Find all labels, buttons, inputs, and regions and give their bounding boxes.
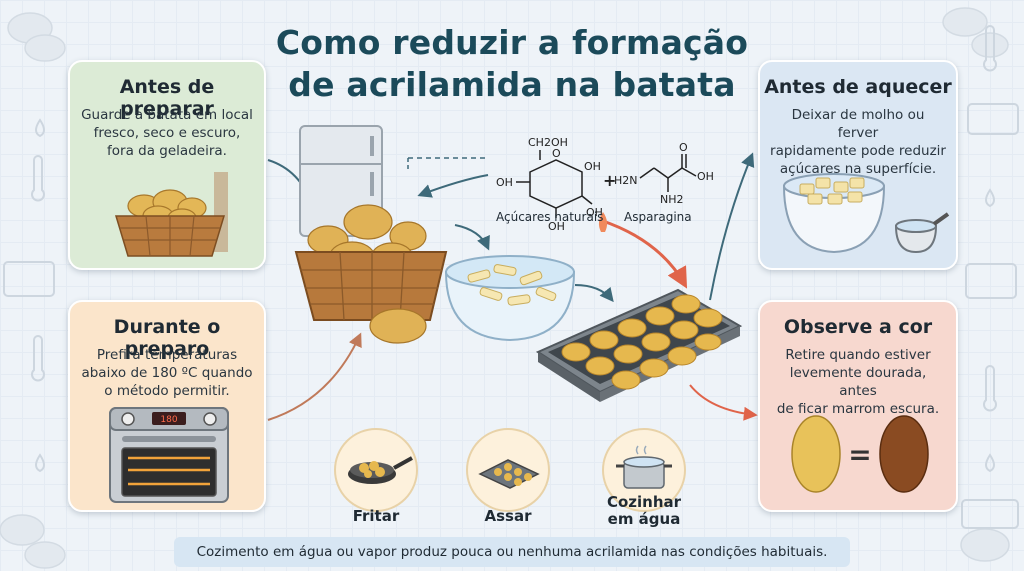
card-text-line: Prefira temperaturas <box>96 347 238 363</box>
card-text-line: abaixo de 180 ºC quando <box>81 365 253 381</box>
large-potato-basket-icon <box>294 204 448 344</box>
sugar-label: Açúcares naturais <box>496 210 604 224</box>
card-heading: Durante o preparo <box>113 316 221 360</box>
card-heading: Observe a cor <box>783 316 933 338</box>
card-during-prepare: Durante o preparo Prefira temperaturas a… <box>68 300 266 512</box>
oven-display: 180 <box>160 415 177 425</box>
asparagine-label: Asparagina <box>624 210 692 224</box>
baking-tray-with-potatoes-icon <box>535 288 743 402</box>
card-text-line: de ficar marrom escura. <box>776 401 940 417</box>
card-heading: Antes de aquecer <box>764 76 952 98</box>
card-observe-color: Observe a cor Retire quando estiver leve… <box>758 300 958 512</box>
glass-bowl-icon <box>444 255 576 342</box>
sugar-oh-bottom-right: OH <box>586 206 603 219</box>
asparagine-h2n: H2N <box>614 174 638 187</box>
card-text-line: açúcares na superfície. <box>779 161 937 177</box>
sugar-oh-bottom: OH <box>548 220 565 233</box>
comparison-symbol: = <box>848 438 871 471</box>
card-text-line: Guarde a batata em local <box>81 107 253 123</box>
card-text: Retire quando estiver levemente dourada,… <box>770 346 946 418</box>
method-label: Cozinhar em água <box>596 494 692 528</box>
card-text-line: o método permitir. <box>104 383 230 399</box>
method-label-line: Cozinhar <box>606 493 682 511</box>
color-comparison: = <box>791 415 929 493</box>
title-line-2: de acrilamida na batata <box>288 65 736 104</box>
asparagine-nh2: NH2 <box>660 193 684 206</box>
page-title: Como reduzir a formação de acrilamida na… <box>0 22 1024 106</box>
title-line-1: Como reduzir a formação <box>275 23 749 62</box>
golden-potato-icon <box>791 415 841 493</box>
card-text-line: Deixar de molho ou ferver <box>791 107 925 141</box>
method-fry <box>334 428 418 512</box>
frying-pan-icon <box>348 456 413 484</box>
card-text: Prefira temperaturas abaixo de 180 ºC qu… <box>80 346 254 400</box>
card-heading: Antes de preparar <box>119 76 215 120</box>
sugar-oh-right: OH <box>584 160 601 173</box>
sugar-ch2oh-group: CH2OH <box>528 136 568 149</box>
oven-icon: 180 <box>109 407 229 503</box>
method-label: Fritar <box>352 507 400 525</box>
glucose-structure <box>516 150 593 218</box>
reaction-flame-icon <box>598 212 608 232</box>
sugar-oh-left: OH <box>496 176 513 189</box>
card-text: Deixar de molho ou ferver rapidamente po… <box>770 106 946 178</box>
brown-potato-icon <box>879 415 929 493</box>
method-label-line: em água <box>607 510 681 528</box>
card-text-line: fora da geladeira. <box>107 143 227 159</box>
footer-note: Cozimento em água ou vapor produz pouca … <box>174 537 850 567</box>
card-text-line: levemente dourada, antes <box>789 365 927 399</box>
card-before-heat: Antes de aquecer Deixar de molho ou ferv… <box>758 60 958 270</box>
asparagine-structure <box>639 154 697 192</box>
card-text-line: Retire quando estiver <box>785 347 931 363</box>
method-label: Assar <box>484 507 532 525</box>
method-bake <box>466 428 550 512</box>
card-text: Guarde a batata em local fresco, seco e … <box>80 106 254 160</box>
method-boil <box>602 428 686 512</box>
asparagine-oh: OH <box>697 170 714 183</box>
potato-basket-icon <box>114 172 228 257</box>
card-before-prepare: Antes de preparar Guarde a batata em loc… <box>68 60 266 270</box>
card-text-line: fresco, seco e escuro, <box>93 125 241 141</box>
card-text-line: rapidamente pode reduzir <box>770 143 946 159</box>
baking-tray-icon <box>478 459 540 489</box>
sugar-ring-oxygen: O <box>552 147 561 160</box>
plus-sign: + <box>603 171 616 190</box>
soaking-bowl-icon <box>782 173 950 254</box>
pot-icon <box>616 445 672 489</box>
asparagine-o: O <box>679 141 688 154</box>
